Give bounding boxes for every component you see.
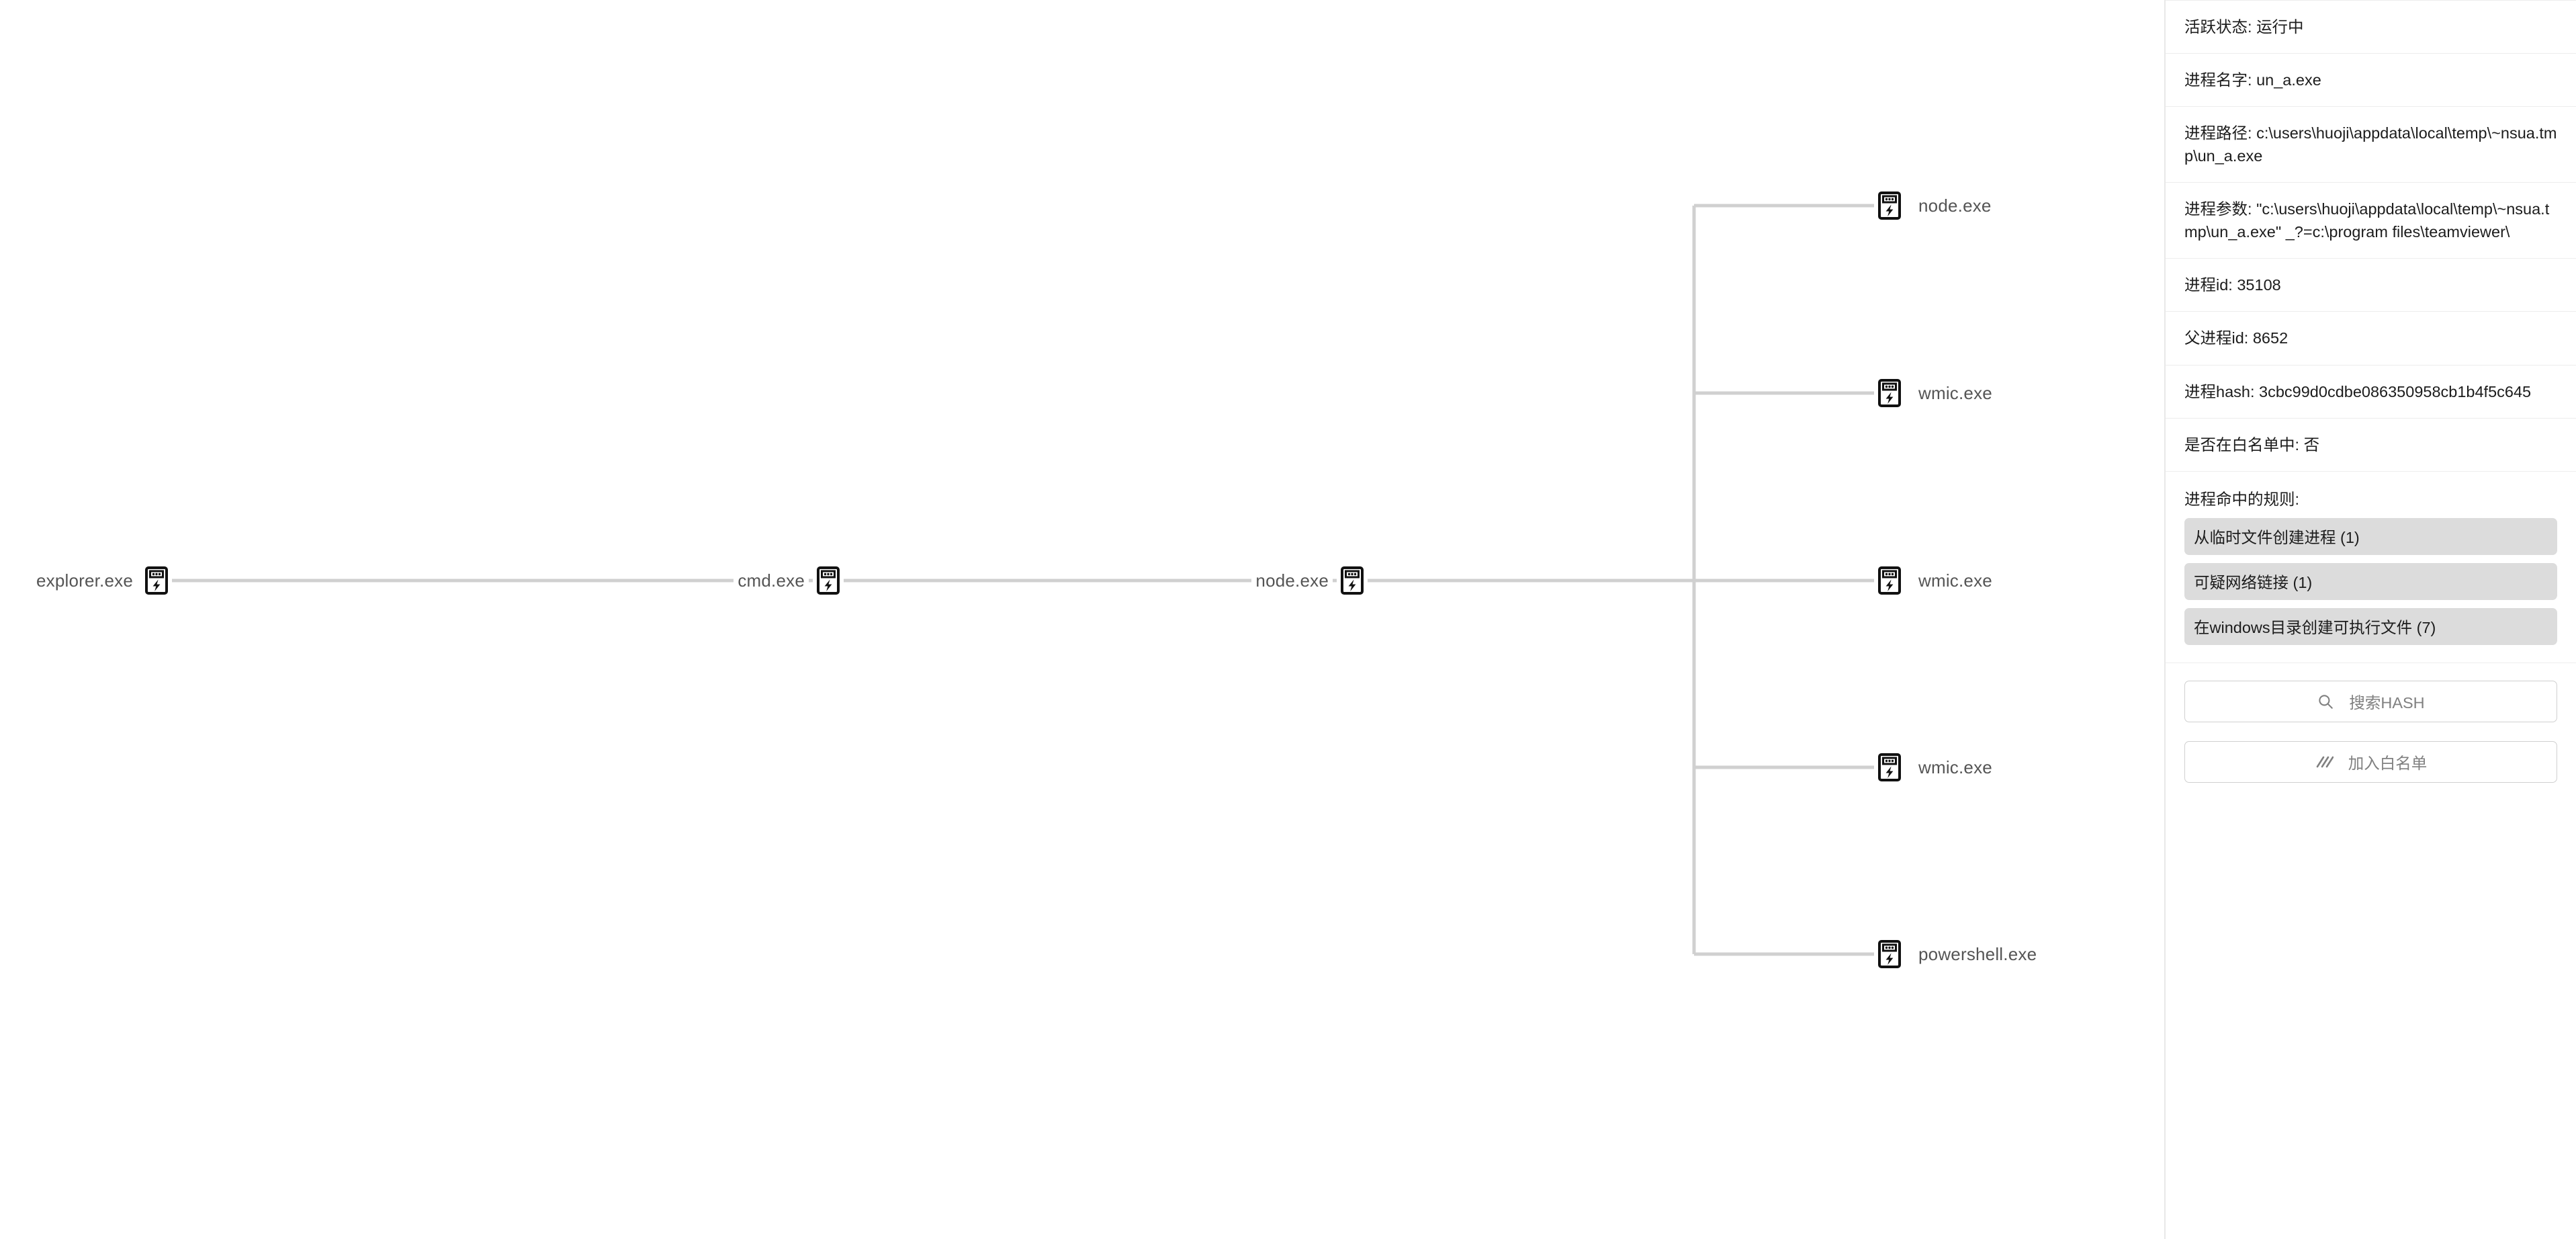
tree-connector-lines (157, 204, 1874, 956)
process-node-label: wmic.exe (1914, 570, 1996, 591)
process-node-label: explorer.exe (32, 570, 137, 591)
detail-row: 是否在白名单中: 否 (2166, 419, 2576, 472)
matched-rule-tag[interactable]: 从临时文件创建进程 (1) (2184, 517, 2557, 555)
process-window-lightning-icon (1874, 190, 1905, 221)
detail-row-key: 是否在白名单中: (2184, 435, 2300, 454)
detail-row: 进程参数: "c:\users\huoji\appdata\local\temp… (2166, 183, 2576, 259)
process-node-node-exe[interactable]: node.exe (1874, 186, 1996, 225)
process-node-wmic-exe[interactable]: wmic.exe (1874, 374, 1996, 413)
detail-row-value: c:\users\huoji\appdata\local\temp\~nsua.… (2184, 124, 2557, 165)
process-node-label: node.exe (1914, 196, 1996, 216)
process-node-wmic-exe[interactable]: wmic.exe (1874, 748, 1996, 787)
detail-row-value: 否 (2303, 435, 2320, 454)
matched-rules-title: 进程命中的规则: (2184, 490, 2300, 508)
add-to-whitelist-button[interactable]: 加入白名单 (2184, 740, 2557, 783)
detail-row-value: 8652 (2252, 329, 2289, 347)
process-window-lightning-icon (1874, 565, 1905, 596)
detail-row-value: 35108 (2237, 276, 2281, 294)
detail-row-key: 父进程id: (2184, 329, 2249, 347)
process-node-powershell-exe[interactable]: powershell.exe (1874, 935, 2041, 974)
detail-row: 父进程id: 8652 (2166, 312, 2576, 366)
process-node-label: wmic.exe (1914, 757, 1996, 777)
hatch-stripes-icon (2315, 753, 2334, 771)
matched-rule-tag[interactable]: 在windows目录创建可执行文件 (7) (2184, 607, 2557, 645)
process-node-wmic-exe[interactable]: wmic.exe (1874, 561, 1996, 600)
search-hash-label: 搜索HASH (2349, 693, 2425, 712)
detail-row-key: 进程hash: (2184, 382, 2255, 400)
search-hash-button[interactable]: 搜索HASH (2184, 680, 2557, 722)
process-node-label: wmic.exe (1914, 383, 1996, 403)
detail-row-key: 进程路径: (2184, 124, 2252, 142)
process-window-lightning-icon (1874, 752, 1905, 783)
detail-row: 进程名字: un_a.exe (2166, 54, 2576, 108)
detail-row-key: 活跃状态: (2184, 18, 2252, 36)
process-node-label: cmd.exe (734, 570, 809, 591)
detail-row-key: 进程参数: (2184, 200, 2252, 218)
process-tree-canvas[interactable]: explorer.exe cmd.exe node.exe node.exe (0, 0, 2164, 1239)
matched-rules-list: 从临时文件创建进程 (1) 可疑网络链接 (1) 在windows目录创建可执行文件… (2184, 517, 2557, 645)
process-window-lightning-icon (1874, 378, 1905, 409)
process-node-explorer-exe[interactable]: explorer.exe (32, 561, 172, 600)
process-node-node-exe[interactable]: node.exe (1251, 561, 1368, 600)
process-window-lightning-icon (1874, 939, 1905, 970)
matched-rule-tag[interactable]: 可疑网络链接 (1) (2184, 562, 2557, 600)
detail-row-value: 运行中 (2256, 18, 2304, 36)
detail-row: 进程hash: 3cbc99d0cdbe086350958cb1b4f5c645 (2166, 366, 2576, 419)
matched-rules-section: 进程命中的规则: 从临时文件创建进程 (1) 可疑网络链接 (1) 在windows… (2166, 472, 2576, 663)
add-to-whitelist-label: 加入白名单 (2348, 754, 2428, 772)
detail-row-value: un_a.exe (2256, 71, 2321, 89)
detail-row-value: "c:\users\huoji\appdata\local\temp\~nsua… (2184, 200, 2550, 241)
process-node-label: node.exe (1251, 570, 1333, 591)
detail-row: 进程id: 35108 (2166, 259, 2576, 312)
process-node-cmd-exe[interactable]: cmd.exe (734, 561, 844, 600)
detail-row-key: 进程名字: (2184, 71, 2252, 89)
process-window-lightning-icon (141, 565, 172, 596)
detail-row: 活跃状态: 运行中 (2166, 0, 2576, 54)
detail-row-key: 进程id: (2184, 276, 2233, 294)
process-window-lightning-icon (813, 565, 844, 596)
process-node-label: powershell.exe (1914, 944, 2041, 964)
search-icon (2317, 693, 2334, 710)
process-window-lightning-icon (1337, 565, 1368, 596)
detail-row-value: 3cbc99d0cdbe086350958cb1b4f5c645 (2259, 382, 2532, 400)
detail-row: 进程路径: c:\users\huoji\appdata\local\temp\… (2166, 107, 2576, 183)
